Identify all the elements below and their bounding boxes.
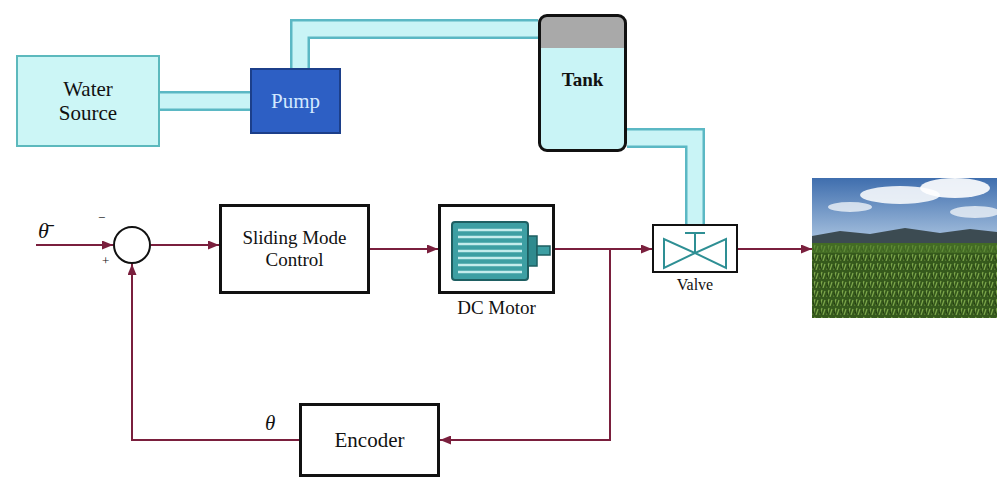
signal-label: θ [265, 413, 275, 434]
signal-arrow [440, 249, 610, 440]
input-arrow [36, 244, 113, 246]
water-pipe [627, 138, 695, 224]
motor-icon [452, 222, 550, 280]
node-label: Tank [562, 69, 604, 91]
controller-box: Sliding Mode Control [219, 204, 370, 294]
encoder-box: Encoder [299, 403, 440, 477]
pump-box: Pump [250, 68, 341, 134]
valve-box: Valve [652, 224, 738, 294]
sign-label: + [102, 254, 109, 267]
tank-box: Tank [538, 14, 627, 152]
node-label: Valve [677, 276, 713, 294]
sign-label: − [98, 211, 105, 224]
signal-arrow [370, 249, 438, 250]
signal-arrow [151, 245, 219, 246]
box-frame [652, 224, 738, 273]
node-label: DC Motor [457, 297, 536, 319]
water-pipe [160, 101, 250, 102]
node-label: Water Source [43, 77, 133, 125]
field-picture [812, 178, 997, 318]
box-frame [438, 204, 555, 294]
valve-symbol [664, 233, 726, 268]
summing-junction: −+ [113, 226, 151, 264]
source-box: Water Source [16, 55, 160, 147]
signal-label: θ̄ [38, 220, 49, 242]
water-pipe [300, 29, 538, 68]
node-label: Pump [271, 89, 320, 113]
node-label: Sliding Mode Control [222, 227, 367, 271]
node-label: Encoder [335, 428, 405, 452]
motor-box: DC Motor [438, 204, 555, 319]
output-arrow [738, 248, 812, 250]
